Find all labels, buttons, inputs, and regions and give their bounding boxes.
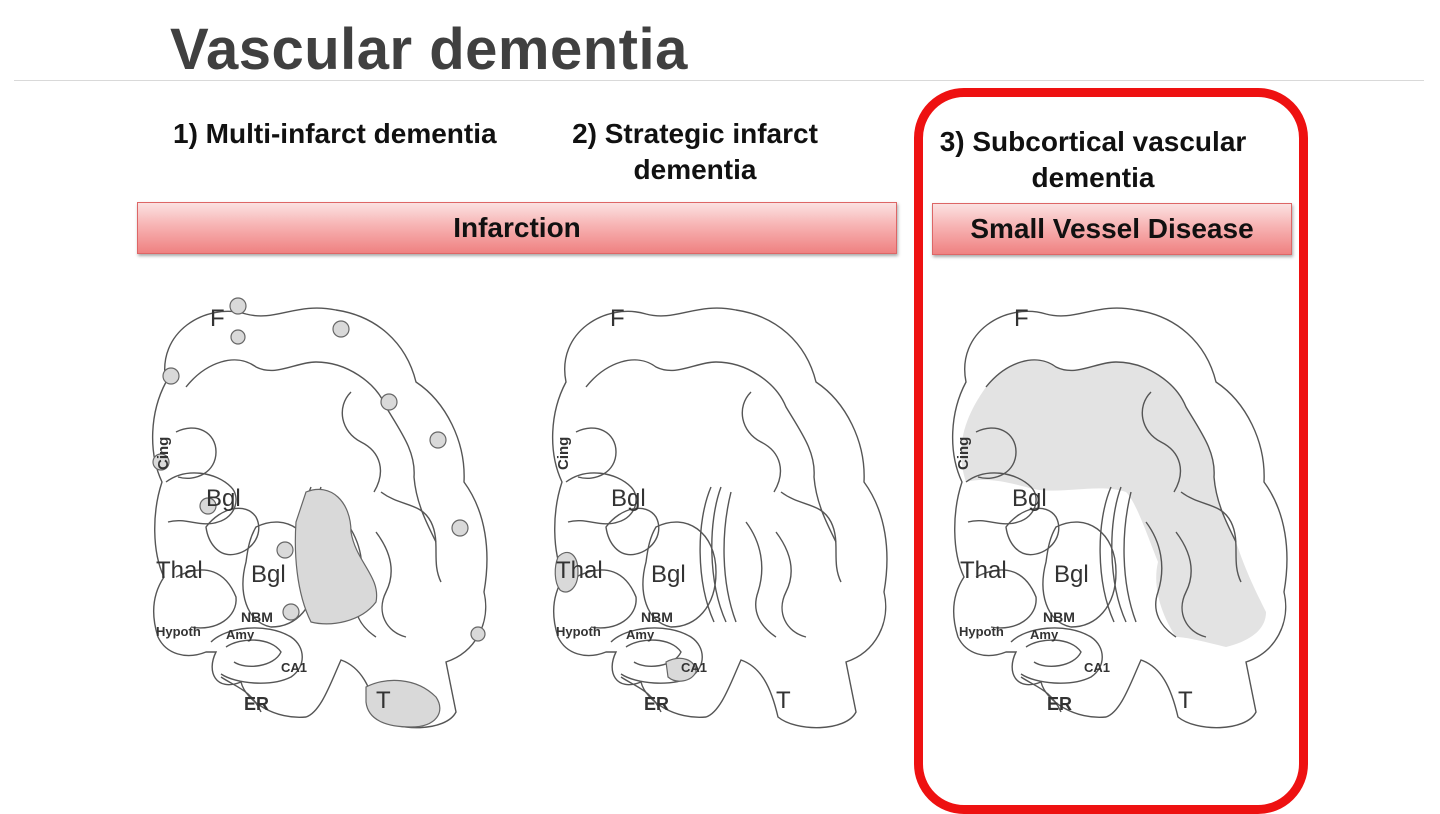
- label-basal-ganglia-lower: Bgl: [651, 561, 686, 588]
- white-matter-lesion: [961, 359, 1266, 647]
- label-frontal: F: [1014, 305, 1029, 332]
- label-entorhinal: ER: [1047, 694, 1072, 714]
- label-ca1: CA1: [1084, 660, 1110, 675]
- label-nbm: NBM: [241, 609, 273, 625]
- brain-labels: F Cing Bgl Thal Bgl NBM Hypoth Amy CA1 E…: [555, 305, 791, 714]
- brain-labels: F Cing Bgl Thal Bgl NBM Hypoth Amy CA1 E…: [955, 305, 1193, 714]
- label-basal-ganglia-upper: Bgl: [206, 485, 241, 512]
- page-title: Vascular dementia: [170, 17, 688, 82]
- label-cingulate: Cing: [955, 437, 972, 470]
- label-hypothalamus: Hypoth: [959, 624, 1004, 639]
- brain-diagram-multi-infarct: F Cing Bgl Thal Bgl NBM Hypoth Amy CA1 E…: [151, 297, 488, 729]
- label-basal-ganglia-upper: Bgl: [1012, 485, 1047, 512]
- label-temporal: T: [776, 687, 791, 714]
- label-entorhinal: ER: [644, 694, 669, 714]
- brain-labels: F Cing Bgl Thal Bgl NBM Hypoth Amy CA1 E…: [155, 305, 391, 714]
- brain-diagram-strategic-infarct: F Cing Bgl Thal Bgl NBM Hypoth Amy CA1 E…: [551, 305, 888, 729]
- label-amygdala: Amy: [226, 627, 255, 642]
- label-basal-ganglia-lower: Bgl: [1054, 561, 1089, 588]
- category-subcortical-vascular: 3) Subcortical vascular dementia: [939, 126, 1247, 193]
- label-thalamus: Thal: [156, 557, 203, 584]
- label-cingulate: Cing: [555, 437, 572, 470]
- label-ca1: CA1: [681, 660, 707, 675]
- label-cingulate: Cing: [155, 437, 172, 470]
- small-vessel-disease-bar: Small Vessel Disease: [932, 203, 1292, 255]
- brain-outline: [551, 307, 888, 729]
- brain-outline: [951, 307, 1288, 729]
- label-entorhinal: ER: [244, 694, 269, 714]
- brain-diagram-subcortical-vascular: F Cing Bgl Thal Bgl NBM Hypoth Amy CA1 E…: [951, 305, 1288, 729]
- label-basal-ganglia-lower: Bgl: [251, 561, 286, 588]
- label-temporal: T: [376, 687, 391, 714]
- label-amygdala: Amy: [1030, 627, 1059, 642]
- label-amygdala: Amy: [626, 627, 655, 642]
- label-thalamus: Thal: [556, 557, 603, 584]
- label-hypothalamus: Hypoth: [156, 624, 201, 639]
- strategic-lesions: [554, 551, 697, 682]
- label-ca1: CA1: [281, 660, 307, 675]
- infarction-bar: Infarction: [137, 202, 897, 254]
- label-nbm: NBM: [641, 609, 673, 625]
- category-strategic-infarct: 2) Strategic infarct dementia: [572, 118, 818, 185]
- label-frontal: F: [610, 305, 625, 332]
- label-nbm: NBM: [1043, 609, 1075, 625]
- infarct-lesions: [152, 297, 486, 728]
- label-frontal: F: [210, 305, 225, 332]
- label-temporal: T: [1178, 687, 1193, 714]
- label-basal-ganglia-upper: Bgl: [611, 485, 646, 512]
- category-multi-infarct: 1) Multi-infarct dementia: [173, 118, 497, 149]
- label-thalamus: Thal: [960, 557, 1007, 584]
- title-divider: [14, 80, 1424, 81]
- label-hypothalamus: Hypoth: [556, 624, 601, 639]
